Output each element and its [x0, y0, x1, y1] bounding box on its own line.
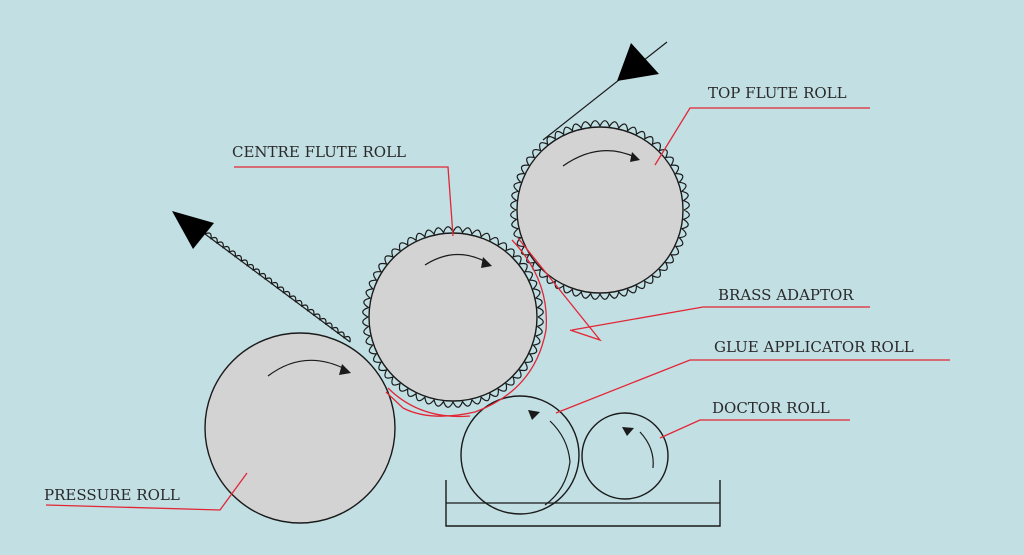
top-web-arrow-icon — [617, 43, 659, 81]
label-centre-flute-roll: CENTRE FLUTE ROLL — [232, 143, 406, 161]
top-rotation-arrow — [562, 150, 638, 167]
centre-rotation-arrow — [424, 253, 489, 266]
centre-flute-roll — [362, 226, 544, 408]
leader-glue-applicator-roll — [555, 359, 950, 414]
doctor-roll — [581, 412, 669, 500]
top-rotation-arrowhead-icon — [630, 152, 640, 162]
pressure-roll — [204, 332, 396, 524]
leader-pressure-roll — [45, 472, 248, 511]
glue-rotation-arrowhead-icon — [528, 410, 540, 420]
leader-brass-adaptor — [571, 306, 870, 331]
glue-applicator-roll — [460, 395, 580, 515]
doctor-rotation-arrow — [639, 431, 654, 469]
top-flute-teeth — [510, 120, 690, 300]
brass-adaptor-profile — [385, 239, 548, 417]
pressure-rotation-arrowhead-icon — [339, 364, 351, 375]
label-doctor-roll: DOCTOR ROLL — [712, 399, 830, 417]
leader-top-flute-roll — [654, 107, 870, 166]
brass-adaptor-tip — [517, 237, 602, 342]
glue-rotation-arrow — [544, 420, 571, 506]
brass-adaptor-inner — [387, 387, 471, 418]
outgoing-web-arrow-icon — [172, 211, 214, 249]
top-web-line — [542, 41, 668, 141]
label-brass-adaptor: BRASS ADAPTOR — [718, 286, 854, 304]
leader-doctor-roll — [659, 419, 850, 439]
top-flute-roll — [510, 120, 690, 300]
outgoing-corrugated-web — [204, 232, 351, 343]
centre-rotation-arrowhead-icon — [481, 257, 492, 268]
label-glue-applicator-roll: GLUE APPLICATOR ROLL — [714, 338, 914, 356]
label-top-flute-roll: TOP FLUTE ROLL — [708, 84, 847, 102]
centre-flute-teeth — [362, 226, 544, 408]
outgoing-web-liner — [204, 233, 351, 343]
pressure-rotation-arrow — [267, 359, 348, 377]
leader-centre-flute-roll — [234, 166, 454, 237]
doctor-rotation-arrowhead-icon — [622, 427, 634, 436]
label-pressure-roll: PRESSURE ROLL — [44, 486, 180, 504]
